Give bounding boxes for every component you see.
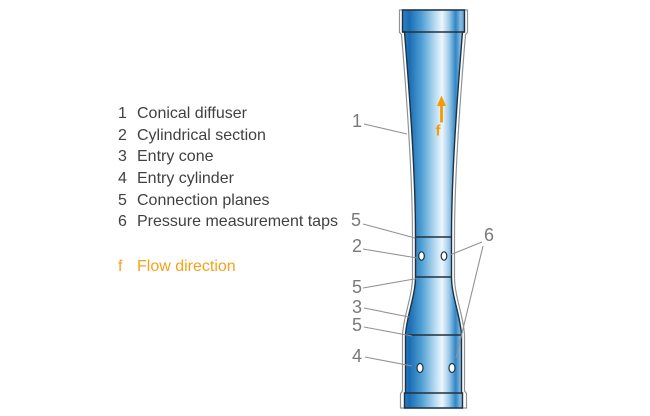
leader-entry-cone: [363, 307, 410, 318]
leader-entry-cylinder: [364, 356, 413, 367]
legend-item-number: 4: [118, 170, 127, 188]
leader-taps-lower: [455, 245, 484, 359]
leader-diffuser: [363, 123, 408, 135]
legend-item-number: 2: [118, 126, 127, 144]
callout-plane-bottom: 5: [351, 315, 363, 335]
flow-label: Flow direction: [137, 258, 236, 275]
callout-plane-top: 5: [350, 210, 362, 230]
pressure-taps: [416, 251, 456, 374]
leader-taps-upper: [449, 241, 483, 256]
legend-item-flow: f Flow direction: [118, 256, 236, 278]
legend-item: 4 Entry cylinder: [118, 168, 338, 190]
flow-arrow-label: f: [435, 122, 441, 140]
leader-plane-top: [362, 223, 416, 239]
legend-item-label: Entry cone: [137, 148, 214, 166]
legend-item-label: Conical diffuser: [137, 105, 247, 122]
callout-throat: 2: [351, 236, 363, 256]
leader-lines: [362, 123, 484, 367]
legend-item-label: Pressure measurement taps: [137, 213, 338, 231]
throat-tap-right: [440, 251, 448, 261]
tube-bore: [401, 9, 466, 409]
legend-item-number: 5: [118, 191, 127, 209]
leader-plane-bottom: [363, 326, 413, 337]
callout-plane-mid: 5: [351, 277, 363, 297]
legend-item-number: 1: [118, 105, 127, 122]
legend-item: 5 Connection planes: [118, 190, 338, 212]
legend-item: 6 Pressure measurement taps: [118, 211, 338, 233]
throat-tap-left: [418, 251, 425, 261]
legend-item-label: Connection planes: [137, 191, 270, 209]
leader-plane-mid: [362, 277, 418, 289]
callout-entry-cone: 3: [351, 297, 363, 317]
legend-item-label: Cylindrical section: [137, 126, 266, 144]
legend-item-number: 3: [118, 148, 127, 166]
entry-tap-right: [448, 362, 456, 374]
legend-item: 1 Conical diffuser: [118, 103, 338, 125]
joint-lines: [402, 31, 465, 394]
flow-symbol: f: [118, 258, 123, 275]
legend-item-number: 6: [118, 213, 127, 231]
flow-arrow-icon: [437, 95, 446, 123]
legend-item-label: Entry cylinder: [137, 170, 234, 188]
legend-item: 3 Entry cone: [118, 146, 338, 168]
legend: 1 Conical diffuser 2 Cylindrical section…: [118, 103, 338, 233]
entry-tap-left: [416, 362, 424, 374]
callout-taps: 6: [483, 225, 495, 245]
legend-item: 2 Cylindrical section: [118, 125, 338, 147]
callout-diffuser: 1: [351, 111, 363, 131]
callout-entry-cylinder: 4: [351, 346, 363, 366]
leader-throat: [362, 248, 418, 259]
